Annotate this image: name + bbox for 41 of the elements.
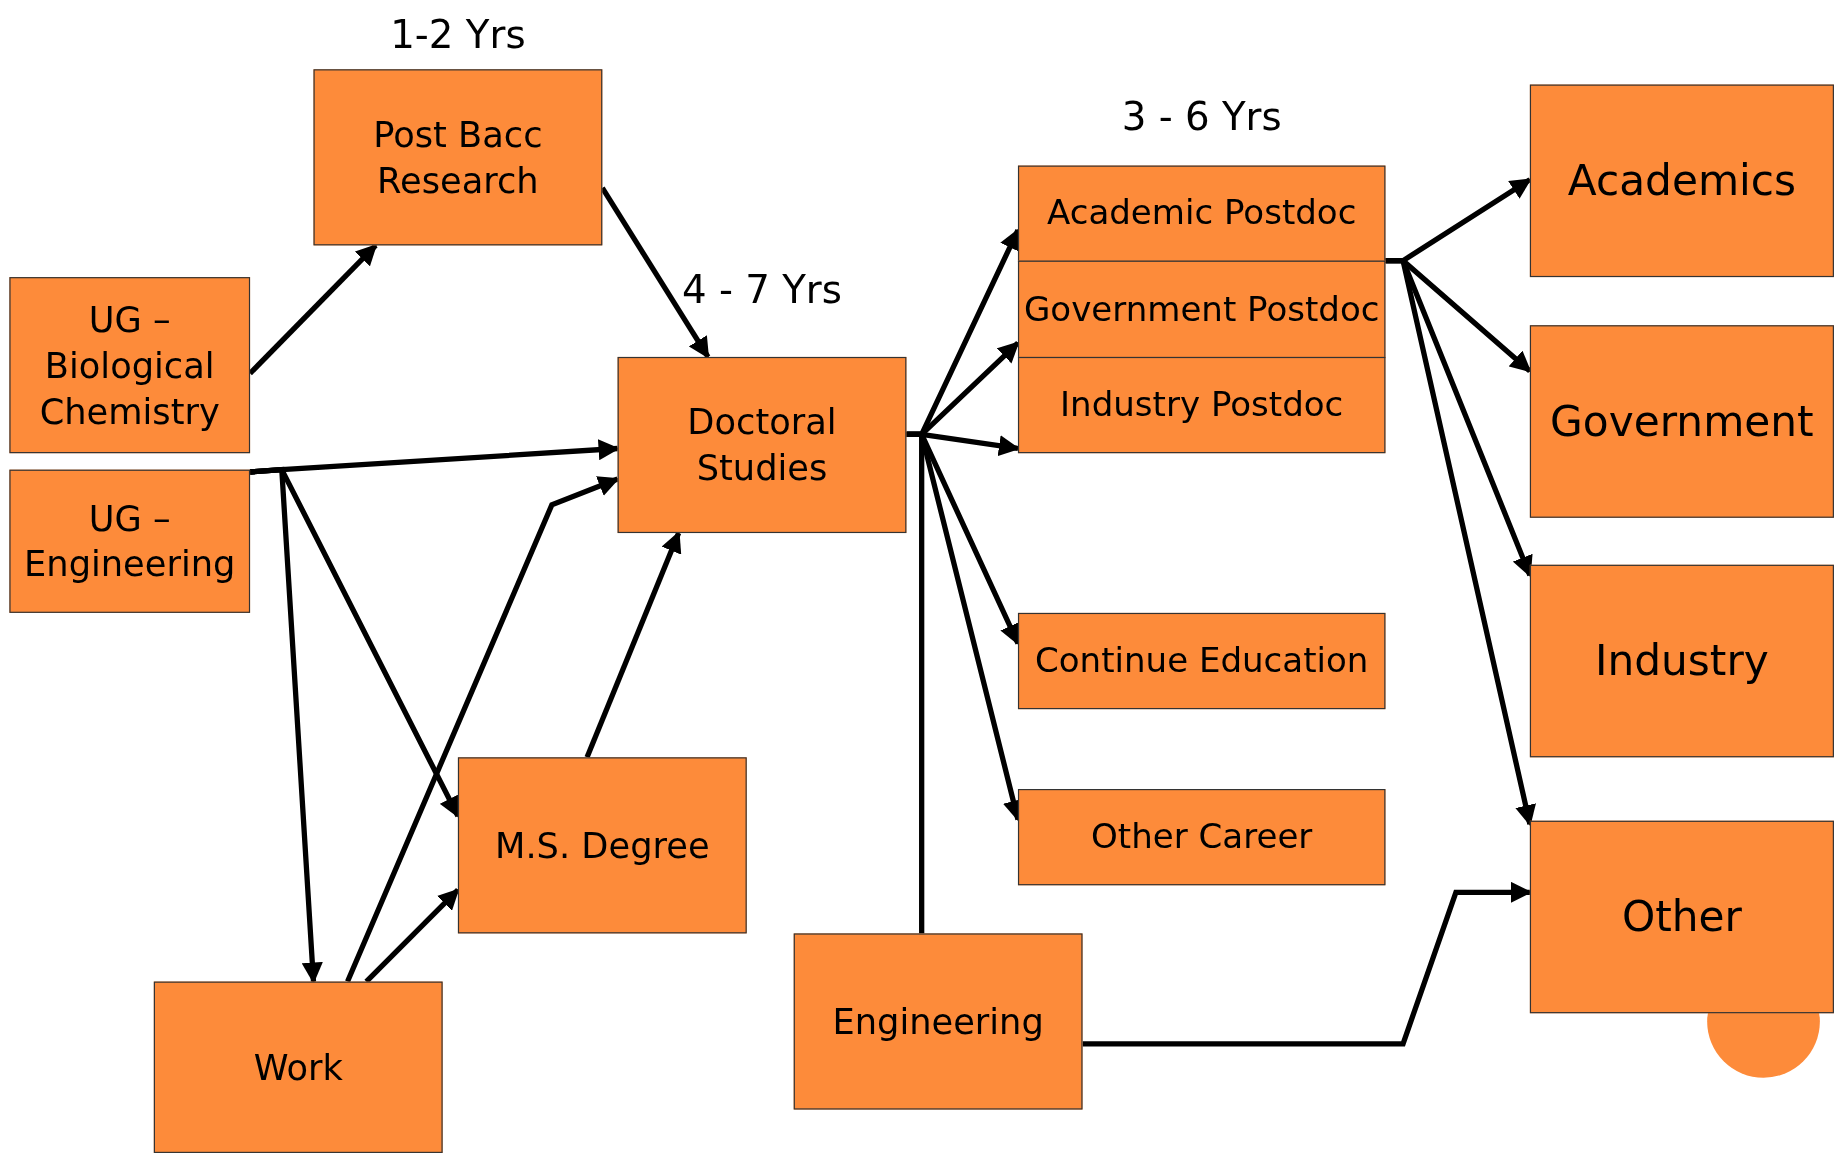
box-text: M.S. Degree [495, 823, 710, 868]
process-box [793, 933, 1083, 1110]
process-box [1529, 820, 1834, 1014]
box-text: Other Career [1091, 815, 1313, 859]
box-text: Work [253, 1045, 343, 1090]
process-box [1017, 612, 1386, 710]
arrow [1385, 258, 1536, 827]
box-text: UG – Biological Chemistry [38, 297, 221, 434]
box-text: Other [1621, 890, 1742, 942]
box-text: Engineering [832, 999, 1044, 1044]
arrow [584, 531, 682, 759]
arrow [1082, 881, 1532, 1047]
box-text: Doctoral Studies [686, 400, 838, 491]
arrow [364, 888, 460, 984]
arrow [600, 186, 711, 359]
process-box [1529, 84, 1834, 278]
process-box [153, 981, 443, 1153]
process-box [1017, 260, 1386, 359]
process-box [457, 757, 747, 934]
process-box [9, 469, 251, 613]
process-box [9, 277, 251, 454]
box-text: Government [1550, 395, 1814, 447]
box-text: Industry Postdoc [1060, 383, 1344, 427]
arrow [345, 476, 620, 983]
box-text: Post Bacc Research [372, 112, 544, 203]
arrow [248, 243, 378, 376]
box-text: Academics [1567, 154, 1797, 206]
box-text: UG – Engineering [23, 496, 237, 587]
process-box [1529, 564, 1834, 758]
arrow [249, 466, 323, 984]
duration-label: 3 - 6 Yrs [1120, 93, 1283, 140]
process-box [1017, 356, 1386, 454]
process-box [1017, 789, 1386, 886]
box-text: Industry [1594, 634, 1769, 687]
box-text: Government Postdoc [1023, 287, 1380, 331]
box-text: Academic Postdoc [1047, 191, 1357, 235]
connector-line [906, 431, 925, 934]
duration-label: 1-2 Yrs [389, 11, 527, 58]
duration-label: 4 - 7 Yrs [680, 266, 843, 313]
box-text: Continue Education [1035, 639, 1369, 682]
process-box [1529, 325, 1834, 518]
